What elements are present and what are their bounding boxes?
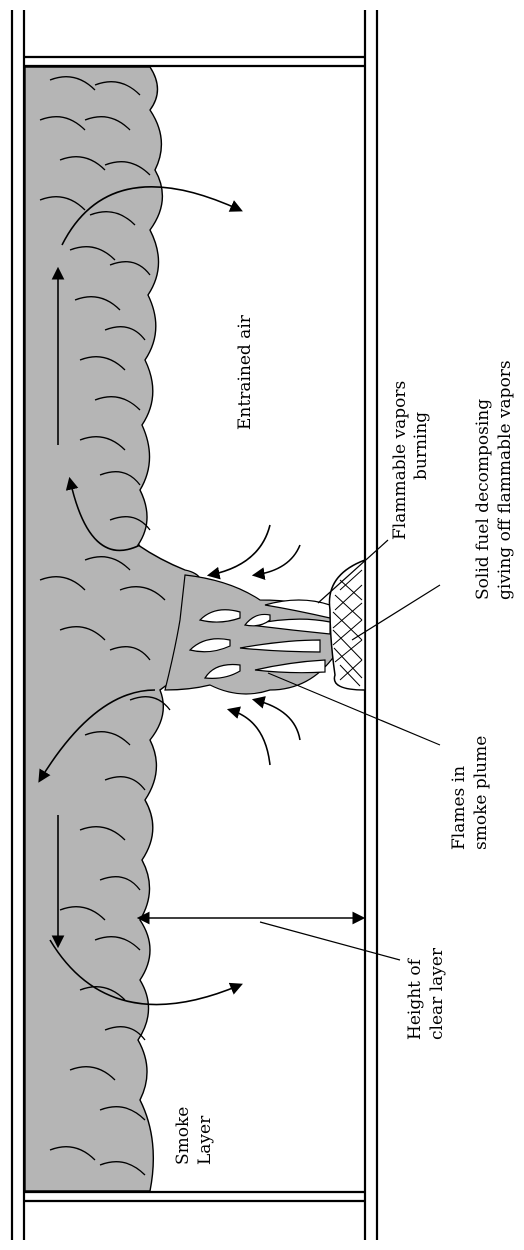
flames-label-line1: Flames in — [449, 766, 469, 850]
fuel-pile-shape — [329, 560, 365, 690]
entrained-air-arrow — [210, 525, 270, 575]
entrained-air-arrow — [230, 710, 270, 765]
height-label-line1: Height of — [405, 957, 425, 1040]
height-leader — [260, 922, 400, 960]
solid-fuel-label-line2: giving off flammable vapors — [495, 360, 515, 600]
smoke-plume — [165, 575, 339, 694]
smoke-label-line2: Layer — [195, 1115, 215, 1165]
smoke-label-line1: Smoke — [173, 1107, 193, 1165]
solid-fuel-pile — [329, 560, 365, 690]
labels: Entrained air Flammable vapors burning S… — [173, 314, 515, 1165]
solid-fuel-label-line1: Solid fuel decomposing — [473, 399, 493, 600]
flammable-vapors-label-line2: burning — [411, 412, 431, 480]
flames-label-line2: smoke plume — [471, 736, 491, 850]
entrained-air-label: Entrained air — [235, 314, 255, 430]
flammable-vapors-label-line1: Flammable vapors — [390, 381, 410, 540]
height-label-line2: clear layer — [427, 947, 447, 1040]
entrained-air-arrow — [255, 545, 300, 575]
